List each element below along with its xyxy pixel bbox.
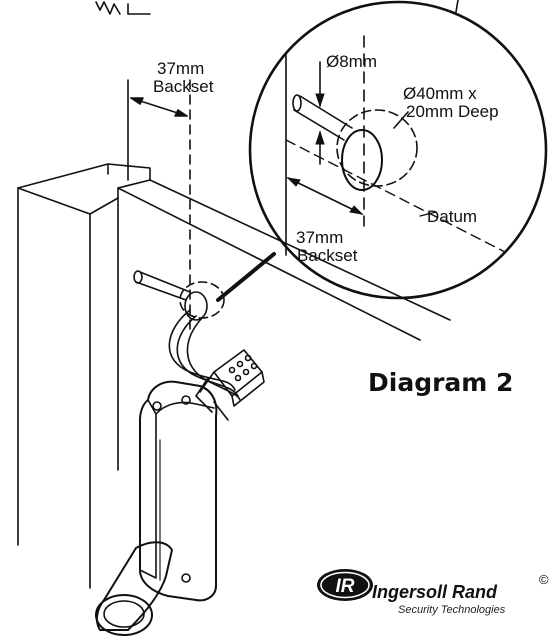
door-frame xyxy=(17,163,451,589)
detail-view xyxy=(248,0,548,300)
diameter-40mm-label: Ø40mm x xyxy=(403,84,477,103)
exit-device-housing xyxy=(139,380,218,602)
diagram-title: Diagram 2 xyxy=(368,368,514,397)
ingersoll-rand-logo xyxy=(317,569,373,601)
backset-detail-value: 37mm xyxy=(296,228,344,247)
pin xyxy=(133,270,191,301)
copyright-symbol: © xyxy=(539,572,549,587)
datum-label: Datum xyxy=(427,207,478,226)
logo-letters: IR xyxy=(336,576,355,597)
backset-detail-label: Backset xyxy=(297,246,358,265)
connector xyxy=(195,349,265,421)
top-fragment-left xyxy=(95,1,151,15)
backset-top-value: 37mm xyxy=(157,59,205,78)
backset-top-label: Backset xyxy=(153,77,214,96)
backset-dimension-top xyxy=(127,79,191,331)
brand-name: Ingersoll Rand xyxy=(372,582,498,602)
lever-handle xyxy=(95,541,173,636)
diameter-8mm-label: Ø8mm xyxy=(326,52,377,71)
depth-20mm-label: 20mm Deep xyxy=(406,102,499,121)
detail-leader-line xyxy=(216,252,276,302)
brand-subtitle: Security Technologies xyxy=(398,604,506,616)
top-fragment-right xyxy=(455,0,459,13)
